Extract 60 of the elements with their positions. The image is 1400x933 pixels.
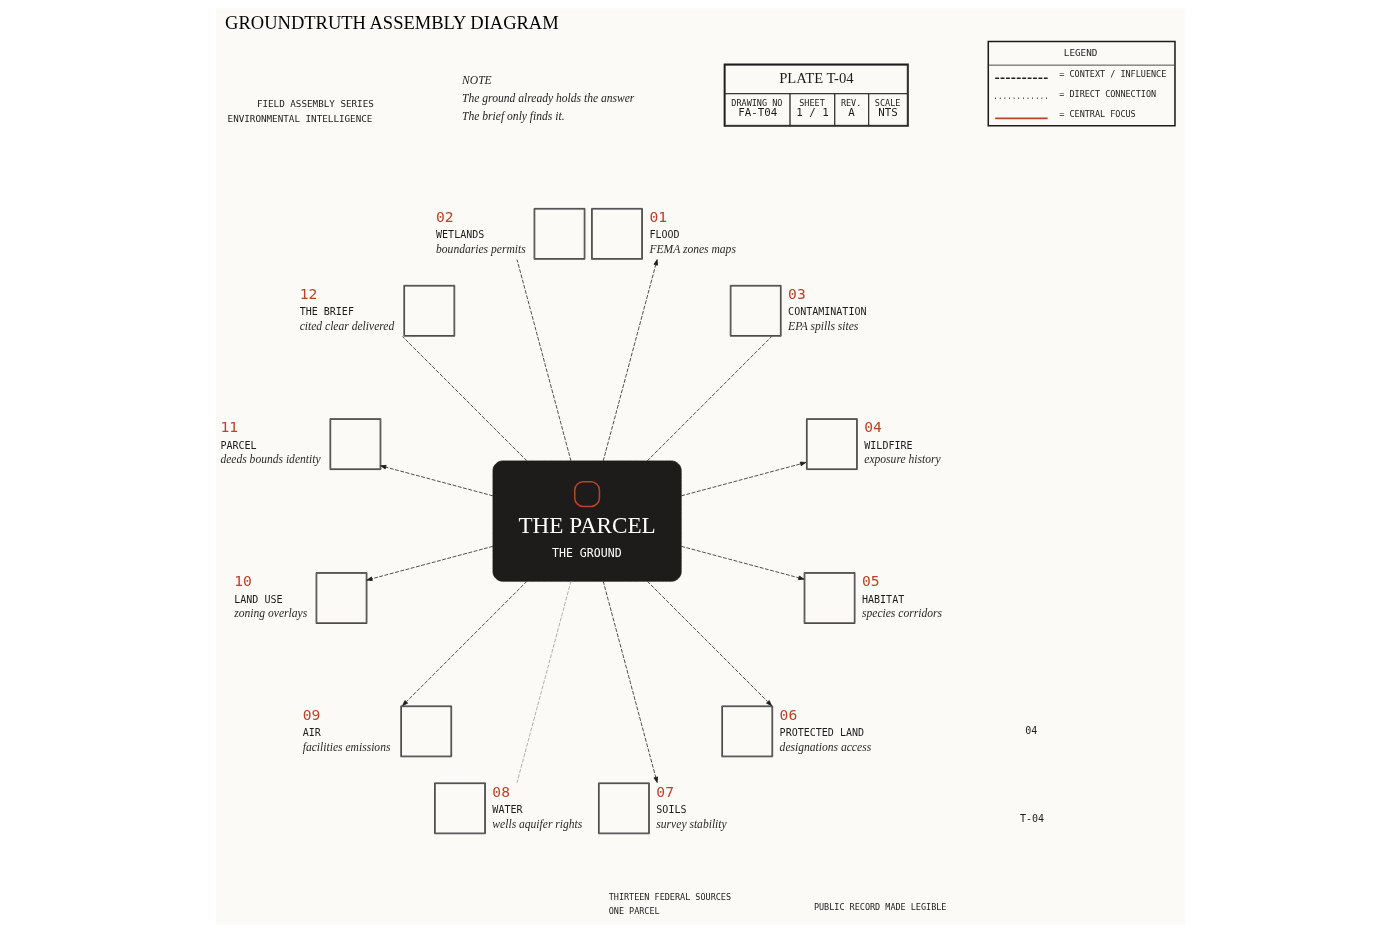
label: LEGEND — [1063, 47, 1097, 59]
label: The ground already holds the answer — [461, 92, 634, 106]
node-label: AIR — [302, 726, 321, 738]
node-label: 09 — [302, 705, 320, 723]
node-label: 03 — [787, 285, 806, 303]
node-label: exposure history — [863, 453, 941, 467]
node-label: survey stability — [655, 817, 727, 831]
node-label: 10 — [233, 572, 252, 590]
node-label: FLOOD — [648, 229, 680, 241]
node-label: HABITAT — [861, 593, 904, 605]
diagram-title: GROUNDTRUTH ASSEMBLY DIAGRAM — [224, 13, 559, 34]
legend-label: = CENTRAL FOCUS — [1058, 109, 1136, 120]
label: 04 — [1024, 725, 1037, 737]
label: ONE PARCEL — [608, 905, 660, 916]
label: NTS — [877, 106, 898, 120]
node-label: 12 — [299, 285, 317, 303]
node-label: boundaries permits — [435, 243, 526, 257]
node-label: WATER — [491, 803, 523, 815]
node-label: deeds bounds identity — [219, 453, 321, 467]
label: FA-T04 — [737, 106, 777, 120]
node-label: 02 — [435, 208, 454, 226]
node-label: 08 — [491, 782, 510, 800]
node-label: 01 — [648, 208, 667, 226]
node-label: EPA spills sites — [787, 320, 858, 334]
label: T-04 — [1019, 813, 1044, 825]
node-label: FEMA zones maps — [648, 243, 736, 257]
label: 1 / 1 — [795, 106, 829, 120]
label: FIELD ASSEMBLY SERIES — [256, 98, 374, 110]
node-label: CONTAMINATION — [787, 306, 866, 318]
node-label: PROTECTED LAND — [779, 726, 864, 738]
node-label: 11 — [219, 418, 238, 436]
node-label: LAND USE — [233, 593, 283, 605]
label: PUBLIC RECORD MADE LEGIBLE — [813, 901, 946, 912]
label: SHEET — [798, 97, 825, 108]
node-label: designations access — [779, 740, 871, 754]
node-label: 05 — [861, 572, 880, 590]
legend-label: = CONTEXT / INFLUENCE — [1058, 69, 1166, 80]
label: A — [847, 106, 855, 120]
node-label: facilities emissions — [302, 740, 390, 754]
label: NOTE — [461, 74, 492, 88]
node-label: cited clear delivered — [299, 320, 394, 334]
label: PLATE T-04 — [778, 70, 854, 87]
node-label: WETLANDS — [435, 229, 484, 241]
node-label: 04 — [863, 418, 882, 436]
label: DRAWING NO — [730, 97, 782, 108]
node-label: species corridors — [861, 607, 942, 621]
node-label: THE BRIEF — [299, 306, 354, 318]
label: ENVIRONMENTAL INTELLIGENCE — [227, 112, 372, 124]
label: SCALE — [874, 97, 900, 108]
node-label: 06 — [779, 705, 797, 723]
node-label: PARCEL — [219, 439, 257, 451]
label: REV. — [840, 97, 861, 108]
node-label: SOILS — [655, 803, 686, 815]
node-label: wells aquifer rights — [491, 817, 582, 831]
node-label: WILDFIRE — [863, 439, 913, 451]
legend-label: = DIRECT CONNECTION — [1058, 89, 1156, 100]
label: The brief only finds it. — [461, 109, 565, 123]
label: THIRTEEN FEDERAL SOURCES — [608, 891, 731, 902]
node-label: 07 — [655, 782, 674, 800]
node-label: zoning overlays — [233, 607, 307, 621]
